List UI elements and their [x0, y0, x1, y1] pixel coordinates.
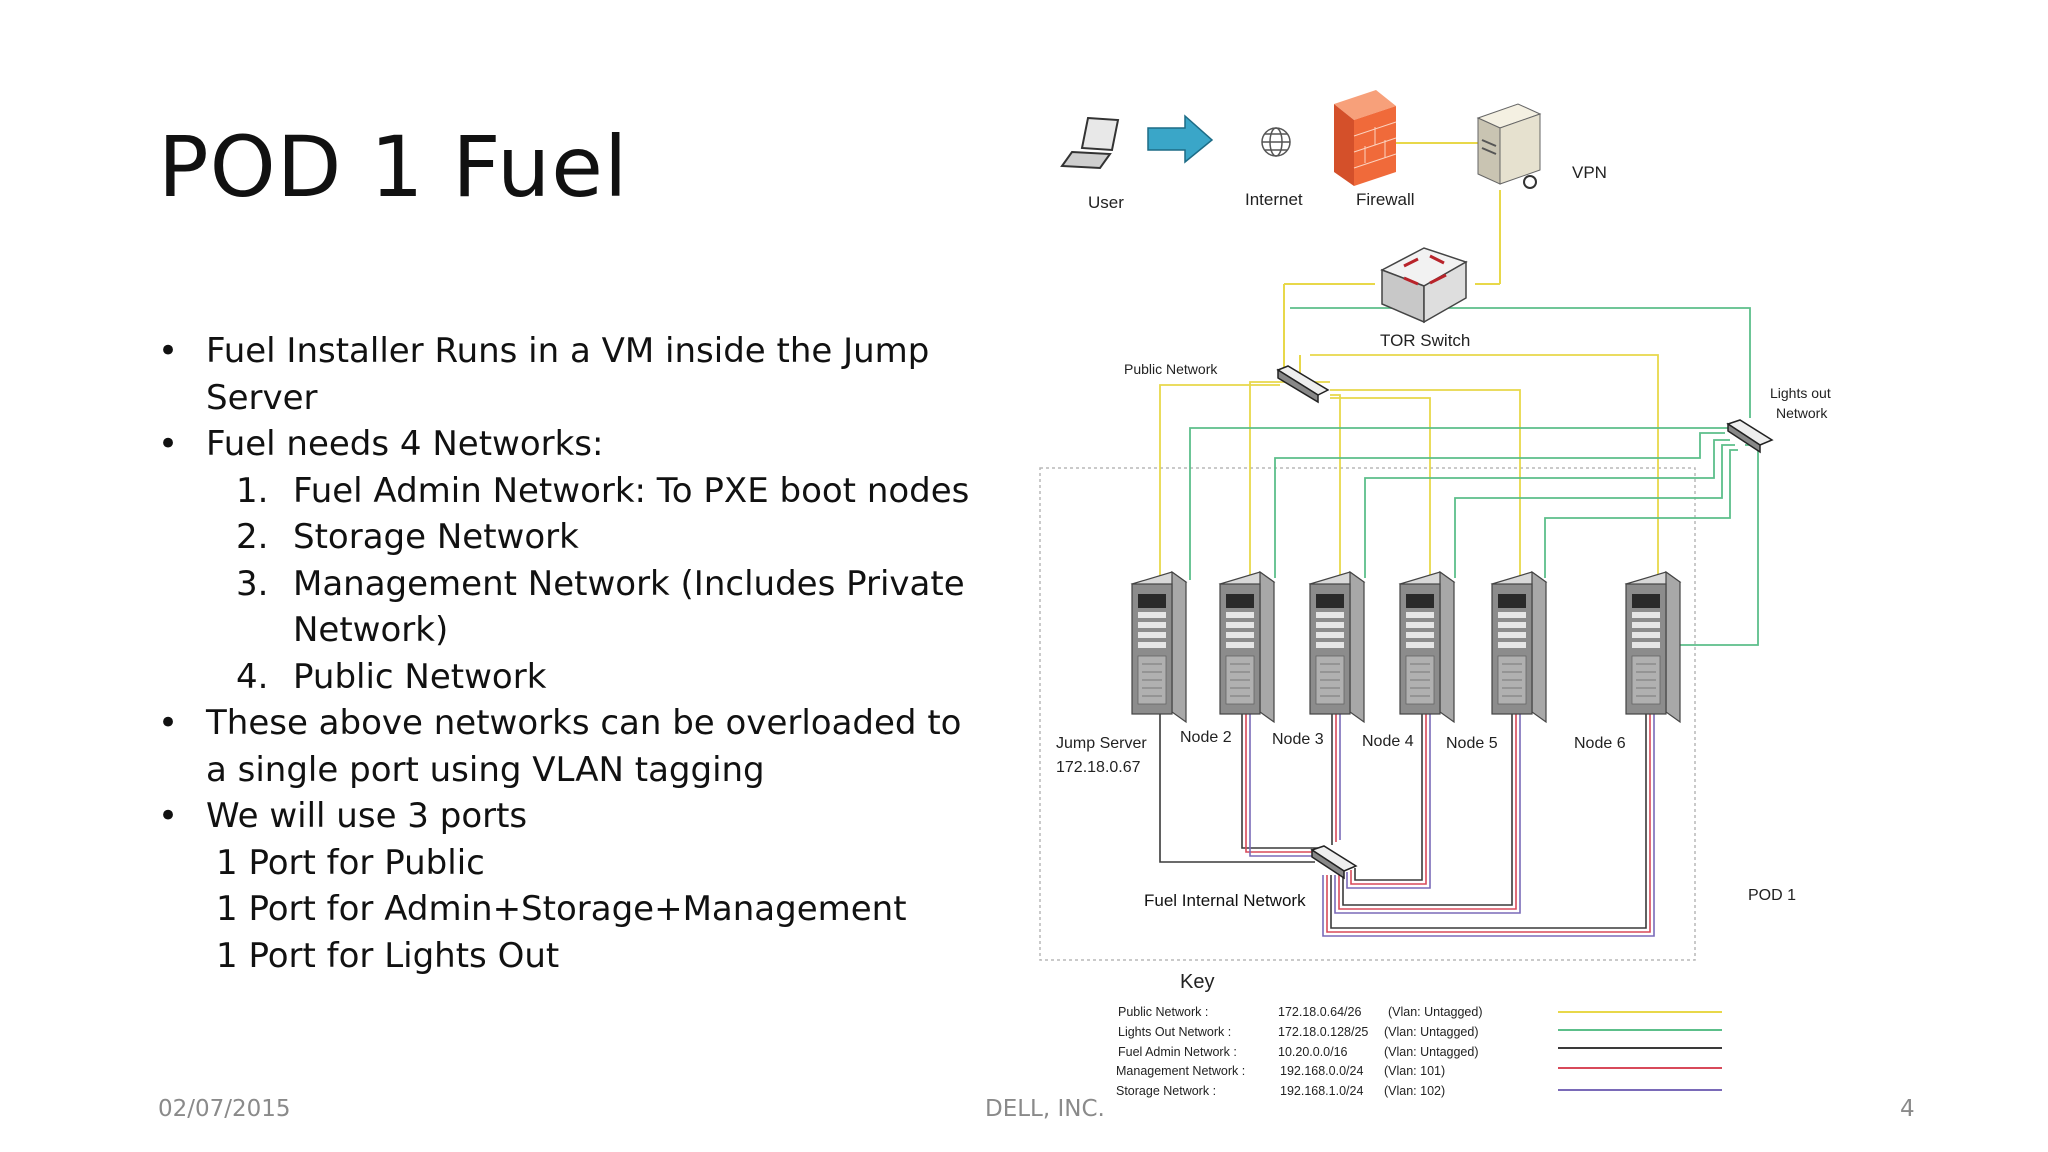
- label-public-network: Public Network: [1124, 361, 1218, 377]
- bullet-dot: •: [158, 796, 179, 836]
- node4-server-icon: [1399, 571, 1455, 723]
- laptop-icon: [1060, 116, 1120, 170]
- bullet-item: • Fuel needs 4 Networks:: [158, 421, 958, 468]
- bullet-item: • Fuel Installer Runs in a VM inside the …: [158, 328, 958, 375]
- key-subnet: 192.168.0.0/24: [1280, 1064, 1363, 1078]
- sub-item: 1 Port for Admin+Storage+Management: [158, 886, 958, 933]
- bullet-dot: •: [158, 703, 179, 743]
- numbered-item: 3. Management Network (Includes Private: [158, 561, 965, 608]
- key-vlan: (Vlan: Untagged): [1384, 1025, 1479, 1039]
- slide-title: POD 1 Fuel: [158, 118, 629, 216]
- pod-boundary: [1039, 467, 1696, 961]
- bullet-item: • We will use 3 ports: [158, 793, 958, 840]
- bullet-text: Fuel needs 4 Networks:: [206, 424, 604, 464]
- tor-switch-icon: [1380, 247, 1468, 324]
- label-fuel-internal-network: Fuel Internal Network: [1144, 891, 1306, 910]
- label-user: User: [1088, 193, 1124, 212]
- vpn-server-icon: [1476, 103, 1542, 189]
- key-subnet: 10.20.0.0/16: [1278, 1045, 1348, 1059]
- label-firewall: Firewall: [1356, 190, 1415, 209]
- label-pod: POD 1: [1748, 887, 1796, 904]
- label-lights-out-network: Network: [1776, 405, 1828, 421]
- sub-item: 1 Port for Public: [158, 840, 958, 887]
- numbered-item: 2. Storage Network: [158, 514, 958, 561]
- key-vlan: (Vlan: Untagged): [1384, 1045, 1479, 1059]
- bullet-dot: •: [158, 331, 179, 371]
- bullet-continuation: Server: [158, 375, 958, 422]
- label-tor-switch: TOR Switch: [1380, 331, 1470, 350]
- label-node5: Node 5: [1446, 735, 1498, 752]
- bullet-list: • Fuel Installer Runs in a VM inside the …: [158, 328, 969, 980]
- internal-network-lines: [1159, 710, 1655, 937]
- key-label: Lights Out Network :: [1118, 1025, 1231, 1039]
- footer-company: DELL, INC.: [985, 1096, 1105, 1122]
- globe-icon: [1261, 127, 1291, 157]
- numbered-item: 4. Public Network: [158, 654, 958, 701]
- key-table: Public Network : 172.18.0.64/26 (Vlan: U…: [1116, 1005, 1483, 1098]
- item-number: 2.: [236, 517, 269, 557]
- page-number: 4: [1900, 1096, 1915, 1122]
- key-label: Public Network :: [1118, 1005, 1208, 1019]
- sub-item: 1 Port for Lights Out: [158, 933, 958, 980]
- numbered-item: 1. Fuel Admin Network: To PXE boot nodes: [158, 468, 969, 515]
- arrow-right-icon: [1147, 114, 1214, 164]
- item-number: 1.: [236, 470, 269, 511]
- key-label: Management Network :: [1116, 1064, 1245, 1078]
- label-node2: Node 2: [1180, 729, 1232, 746]
- jump-server-icon: [1131, 571, 1187, 723]
- public-network-lines: [1159, 354, 1659, 585]
- key-subnet: 172.18.0.64/26: [1278, 1005, 1361, 1019]
- item-text: Storage Network: [293, 517, 579, 557]
- item-text: Fuel Admin Network: To PXE boot nodes: [293, 470, 970, 511]
- bullet-item: • These above networks can be overloaded…: [158, 700, 962, 747]
- bullet-text: We will use 3 ports: [206, 796, 528, 836]
- key-vlan: (Vlan: Untagged): [1388, 1005, 1483, 1019]
- item-number: 3.: [236, 563, 269, 604]
- label-node6: Node 6: [1574, 735, 1626, 752]
- bullet-dot: •: [158, 424, 179, 464]
- bullet-text: Server: [206, 377, 318, 418]
- lights-out-lines: [1189, 307, 1759, 646]
- node2-server-icon: [1219, 571, 1275, 723]
- lights-out-switch-icon: [1726, 419, 1774, 454]
- label-node3: Node 3: [1272, 731, 1324, 748]
- fuel-internal-switch-icon: [1310, 845, 1358, 880]
- node6-server-icon: [1625, 571, 1681, 723]
- key-vlan: (Vlan: 102): [1384, 1084, 1445, 1098]
- sub-item-text: 1 Port for Lights Out: [216, 935, 560, 976]
- key-label: Fuel Admin Network :: [1118, 1045, 1237, 1059]
- item-text: Public Network: [293, 656, 547, 697]
- label-key: Key: [1180, 971, 1214, 993]
- bullet-text: a single port using VLAN tagging: [206, 749, 765, 790]
- bullet-text: These above networks can be overloaded t…: [206, 703, 962, 743]
- label-jump-server: Jump Server: [1056, 735, 1147, 752]
- item-text: Network): [293, 610, 449, 650]
- bullet-continuation: a single port using VLAN tagging: [158, 747, 958, 794]
- sub-item-text: 1 Port for Public: [216, 842, 485, 883]
- label-lights-out: Lights out: [1770, 385, 1831, 401]
- key-subnet: 172.18.0.128/25: [1278, 1025, 1368, 1039]
- key-vlan: (Vlan: 101): [1384, 1064, 1445, 1078]
- key-label: Storage Network :: [1116, 1084, 1216, 1098]
- item-text: Management Network (Includes Private: [293, 563, 965, 604]
- key-color-swatches: [1558, 1011, 1722, 1091]
- label-node4: Node 4: [1362, 733, 1414, 750]
- footer-date: 02/07/2015: [158, 1096, 291, 1122]
- item-number: 4.: [236, 656, 269, 697]
- firewall-icon: [1334, 90, 1397, 186]
- sub-item-text: 1 Port for Admin+Storage+Management: [216, 889, 907, 929]
- node5-server-icon: [1491, 571, 1547, 723]
- label-jump-ip: 172.18.0.67: [1056, 759, 1141, 776]
- key-subnet: 192.168.1.0/24: [1280, 1084, 1363, 1098]
- numbered-continuation: Network): [158, 607, 958, 654]
- label-vpn: VPN: [1572, 163, 1607, 182]
- public-network-switch-icon: [1276, 365, 1330, 404]
- label-internet: Internet: [1245, 190, 1303, 209]
- bullet-text: Fuel Installer Runs in a VM inside the J…: [206, 331, 930, 371]
- node3-server-icon: [1309, 571, 1365, 723]
